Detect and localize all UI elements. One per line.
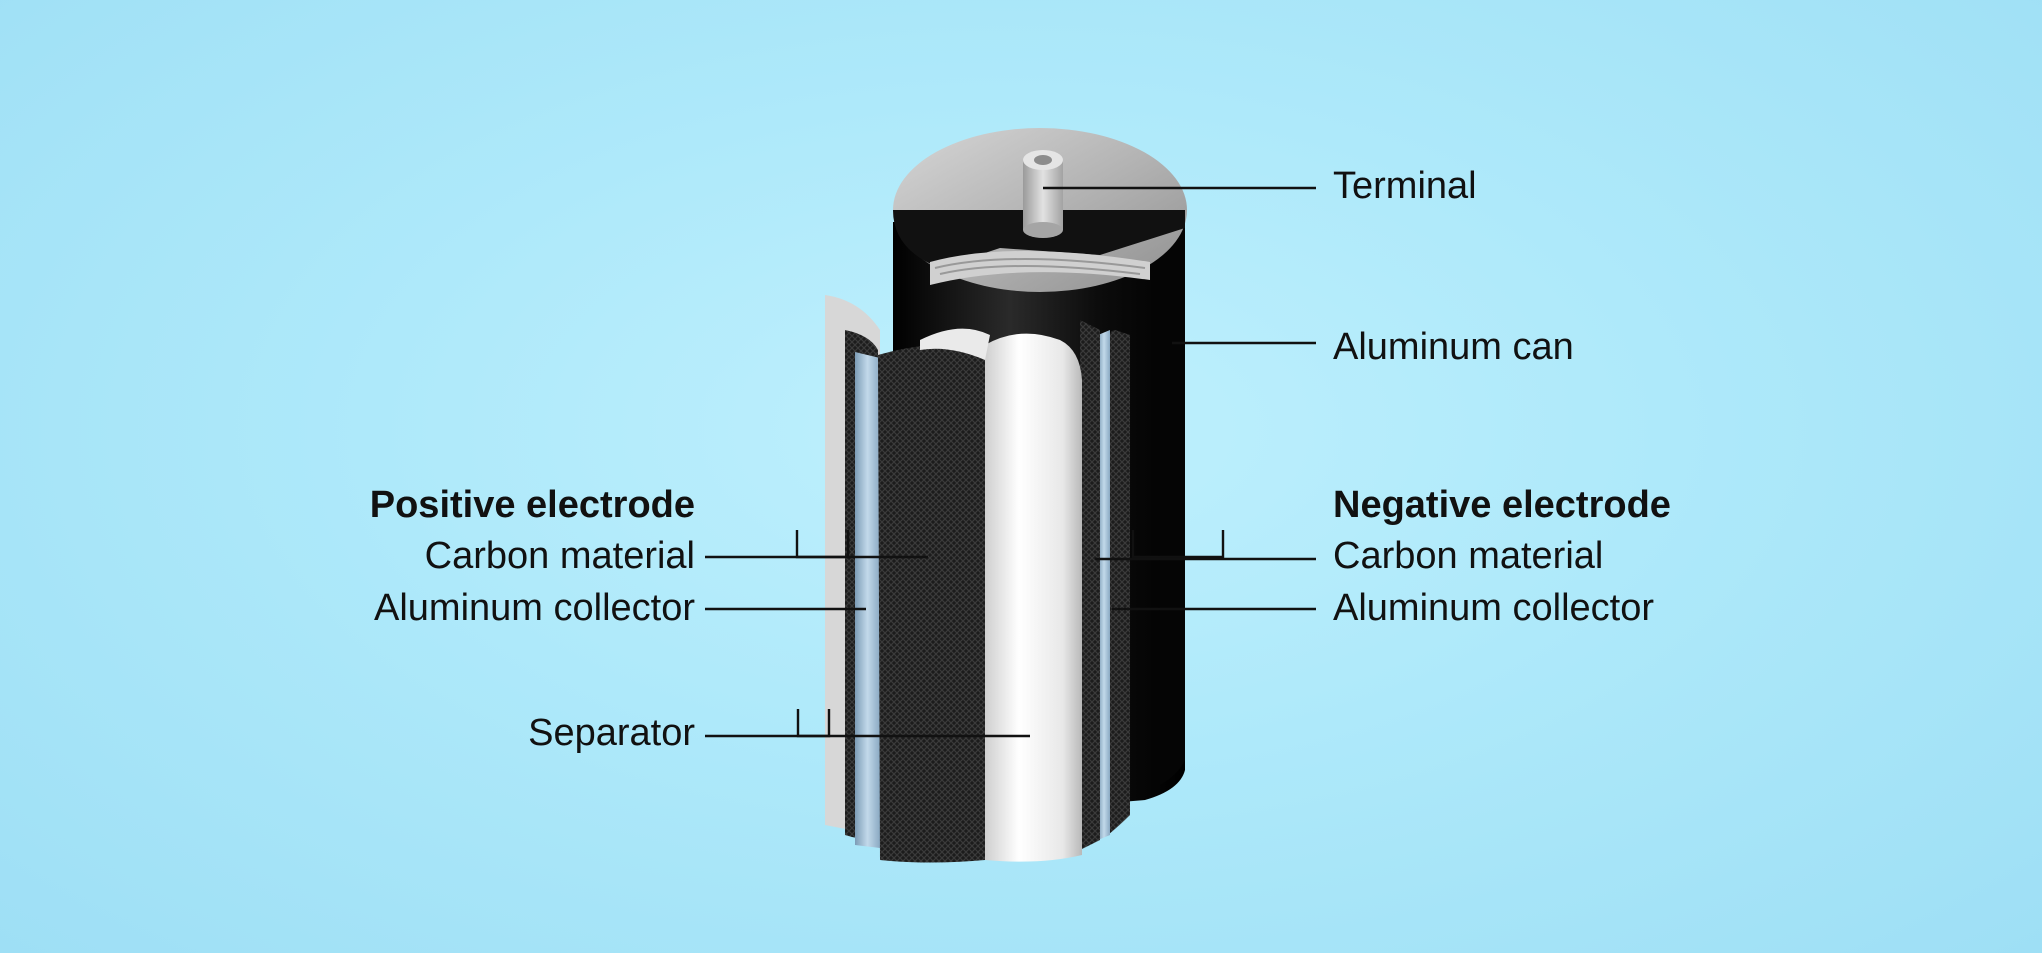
terminal-post xyxy=(1023,150,1063,238)
negative-electrode-heading: Negative electrode xyxy=(1333,484,1671,526)
terminal-label: Terminal xyxy=(1333,165,1477,207)
positive-electrode-layers xyxy=(825,295,990,863)
negative-collector-label: Aluminum collector xyxy=(1333,587,1654,629)
negative-electrode-layers xyxy=(1080,320,1130,850)
positive-electrode-heading: Positive electrode xyxy=(369,484,695,526)
leader-lines xyxy=(705,186,1316,738)
wound-core-top xyxy=(930,251,1150,285)
negative-carbon-label: Carbon material xyxy=(1333,535,1604,577)
separator-label: Separator xyxy=(528,712,695,754)
positive-collector-label: Aluminum collector xyxy=(374,587,695,629)
separator-sheet xyxy=(985,333,1082,862)
aluminum-can-label: Aluminum can xyxy=(1333,326,1574,368)
positive-carbon-label: Carbon material xyxy=(424,535,695,577)
